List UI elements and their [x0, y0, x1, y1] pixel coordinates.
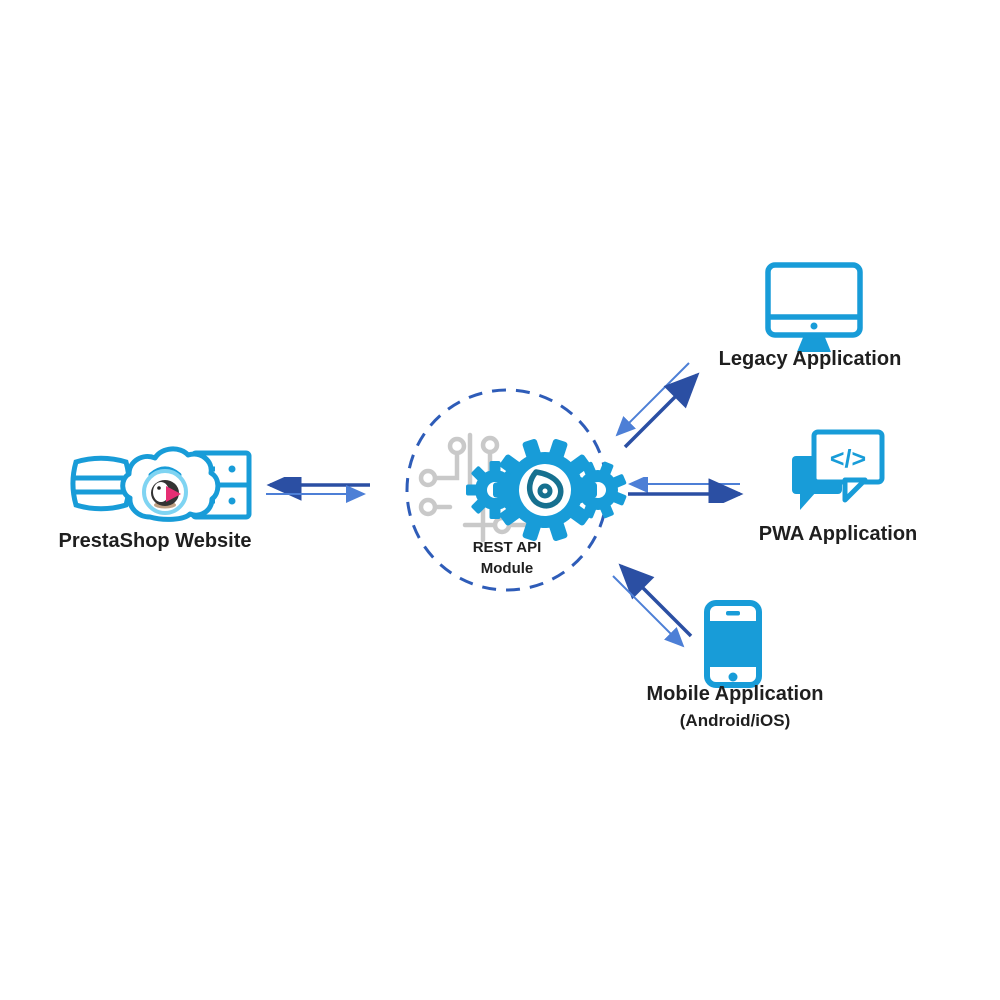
front-chat-bubble-icon: </> — [811, 429, 885, 503]
prestashop-label: PrestaShop Website — [58, 530, 252, 552]
legacy-label: Legacy Application — [718, 348, 902, 370]
mobile-label: Mobile Application — [646, 683, 824, 705]
database-icon — [70, 455, 132, 512]
arrow-hub-pwa — [628, 477, 744, 503]
gears-circuit-icon — [405, 388, 627, 592]
desktop-monitor-icon — [765, 262, 863, 352]
arrow-hub-prestashop — [266, 477, 370, 503]
hub-label-line1: REST API — [472, 539, 542, 556]
big-gear-icon — [493, 439, 597, 541]
database-cloud-server-icon — [70, 446, 252, 522]
smartphone-icon — [704, 600, 762, 688]
prestashop-mascot-icon — [142, 469, 188, 515]
code-glyph: </> — [830, 445, 866, 473]
arrow-hub-mobile — [612, 563, 693, 648]
code-chat-bubbles-icon: </> — [792, 429, 885, 510]
mobile-sublabel: (Android/iOS) — [679, 711, 791, 730]
pwa-label: PWA Application — [758, 523, 918, 545]
hub-label: REST API Module — [402, 537, 612, 579]
arrow-hub-legacy — [615, 362, 700, 449]
b-drop-logo-icon — [526, 469, 564, 509]
hub-label-line2: Module — [480, 560, 534, 577]
